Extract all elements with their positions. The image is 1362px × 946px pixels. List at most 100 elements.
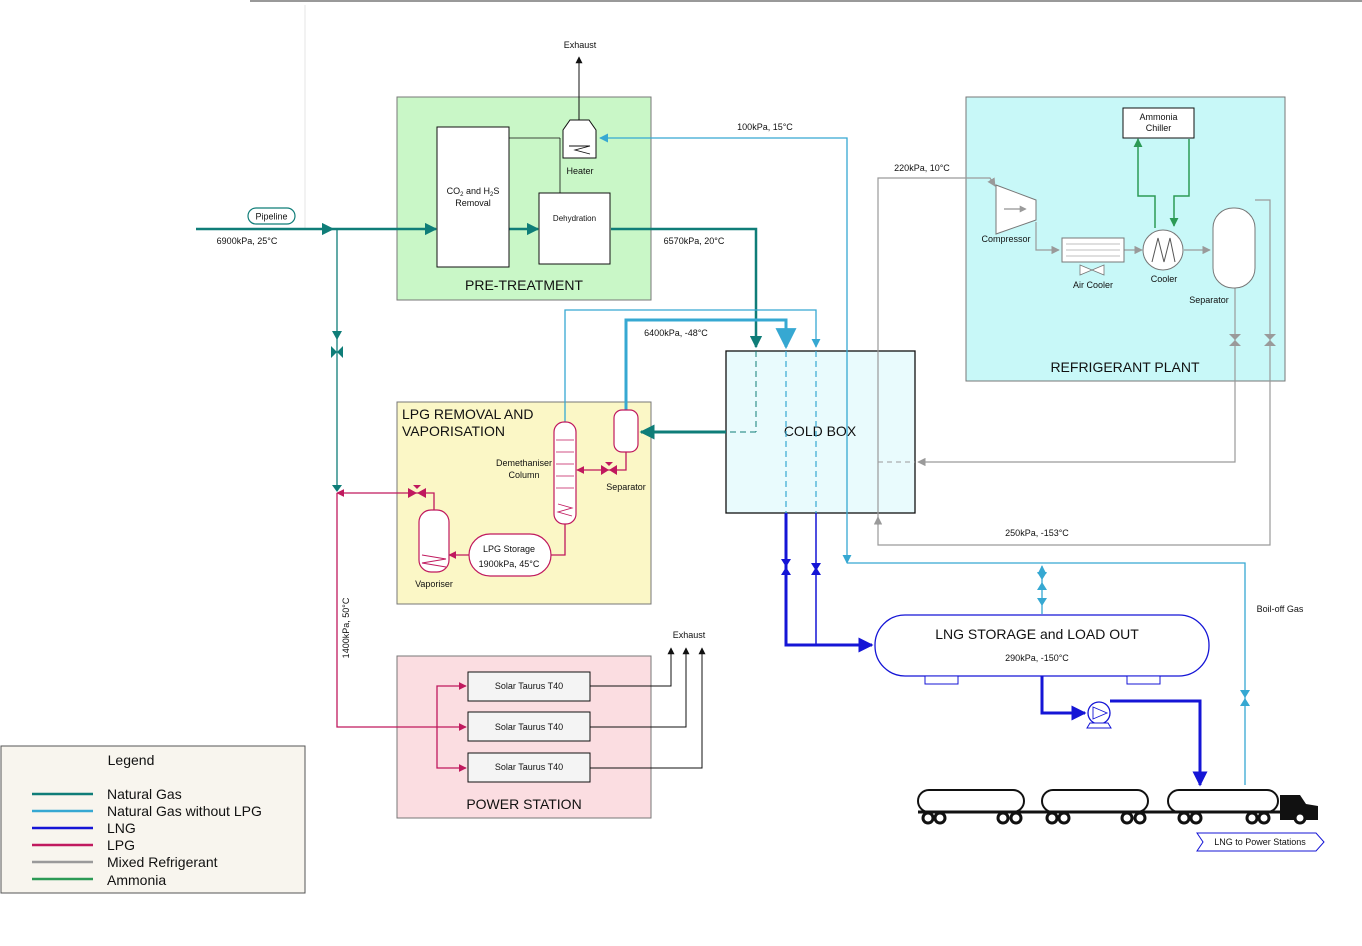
legend-label-1: Natural Gas without LPG	[107, 803, 262, 819]
turbine-1-label: Solar Taurus T40	[495, 681, 563, 691]
demeth-reboiler	[556, 503, 574, 517]
legend-label-4: Mixed Refrigerant	[107, 854, 218, 870]
co2-removal-label-2: Removal	[455, 198, 491, 208]
wheel-9	[1177, 811, 1191, 825]
dehydration-label: Dehydration	[553, 214, 596, 223]
boil-off-label: Boil-off Gas	[1257, 604, 1304, 614]
turbine-3	[467, 752, 591, 783]
lpg-valve-top-cap	[413, 485, 421, 489]
demeth-label-2: Column	[508, 470, 539, 480]
mr-separator-liquid	[873, 199, 1271, 546]
nglpg-fuel-to-heater	[599, 133, 848, 513]
lpg-storage-tank	[468, 533, 552, 577]
stream-mr-liquid: 250kPa, -153°C	[1005, 528, 1069, 538]
wheel-1	[921, 811, 935, 825]
lng-tank-support-1	[924, 675, 959, 685]
cold-box	[725, 350, 916, 514]
vaporiser-unit	[418, 509, 450, 573]
lpg-fuel-to-power	[336, 493, 437, 728]
stream-lpg-fuel: 1400kPa, 50°C	[341, 597, 351, 658]
cooler-label: Cooler	[1151, 274, 1178, 284]
stream-mr-return: 220kPa, 10°C	[894, 163, 950, 173]
ammonia-out	[1133, 138, 1156, 228]
cooler-unit	[1142, 229, 1184, 271]
cooler-coil	[1151, 237, 1176, 263]
stream-fuel-gas: 100kPa, 15°C	[737, 122, 793, 132]
mr-valve-2	[1264, 334, 1276, 346]
turbine-3-label: Solar Taurus T40	[495, 762, 563, 772]
demeth-label-1: Demethaniser	[496, 458, 552, 468]
lng-pump-to-truck	[1110, 699, 1208, 787]
stream-pretreated: 6570kPa, 20°C	[664, 236, 725, 246]
lng-to-power-tag	[1196, 832, 1325, 852]
lpg-separator-label: Separator	[606, 482, 646, 492]
mr-return-to-compressor	[877, 177, 996, 525]
wheel-13	[1293, 811, 1307, 825]
refrigerant-plant-label: REFRIGERANT PLANT	[1050, 359, 1200, 375]
lpg-demeth-to-storage	[551, 524, 566, 556]
truck-cab	[1280, 795, 1318, 820]
dehydration-unit	[538, 192, 611, 265]
legend-box	[0, 745, 306, 894]
refrigerant-separator	[1212, 207, 1256, 289]
tanker-1	[917, 789, 1025, 813]
compressor-label: Compressor	[981, 234, 1030, 244]
ng-bypass-arrow-2	[332, 485, 342, 492]
boil-off-valve-2	[1037, 598, 1047, 606]
lng-tank-support-2	[1126, 675, 1161, 685]
legend-label-3: LPG	[107, 837, 135, 853]
power-station-label: POWER STATION	[466, 796, 581, 812]
lng-valve-1	[781, 559, 791, 575]
wheel-11	[1245, 811, 1259, 825]
air-cooler-fan-icon	[1079, 264, 1105, 276]
turbine-2-label: Solar Taurus T40	[495, 722, 563, 732]
turbine-2-exhaust	[590, 647, 690, 728]
ng-bypass-arrow-1	[332, 331, 342, 340]
boil-off-valve-1	[1037, 572, 1047, 590]
lng-storage-conditions: 290kPa, -150°C	[1005, 653, 1069, 663]
wheel-12	[1257, 811, 1271, 825]
lpg-zone-label-1: LPG REMOVAL AND	[402, 406, 533, 422]
lpg-storage-label-2: 1900kPa, 45°C	[479, 559, 540, 569]
co2-removal-label-1: CO2 and H2S	[447, 186, 500, 198]
demethaniser-column	[553, 421, 577, 525]
wheel-7	[1120, 811, 1134, 825]
boil-off-valve-3	[1240, 690, 1250, 706]
vaporiser-label: Vaporiser	[415, 579, 453, 589]
ammonia-return	[1169, 139, 1190, 227]
mr-separator-vapour	[917, 335, 1236, 467]
lpg-to-turbine-3	[436, 727, 467, 772]
pretreatment-zone	[396, 96, 652, 301]
cold-box-label: COLD BOX	[784, 423, 857, 439]
heater-exhaust-label: Exhaust	[564, 40, 597, 50]
lpg-separator-to-demeth	[576, 452, 627, 474]
turbine-1-exhaust	[590, 647, 675, 687]
tanker-3	[1167, 789, 1279, 813]
wheel-6	[1057, 811, 1071, 825]
stream-chilled: 6400kPa, -48°C	[644, 328, 708, 338]
refrigerant-separator-label: Separator	[1189, 295, 1229, 305]
lng-storage-label: LNG STORAGE and LOAD OUT	[935, 626, 1139, 642]
wheel-8	[1133, 811, 1147, 825]
wheel-10	[1189, 811, 1203, 825]
mr-comp-to-aircooler	[1035, 222, 1060, 255]
nglpg-demeth-to-coldbox	[564, 309, 821, 422]
air-cooler-label: Air Cooler	[1073, 280, 1113, 290]
lpg-zone-label-2: VAPORISATION	[402, 423, 505, 439]
legend-label-2: LNG	[107, 820, 136, 836]
legend-title: Legend	[108, 752, 155, 768]
lng-pump-impeller	[1092, 706, 1109, 720]
wheel-3	[996, 811, 1010, 825]
wheel-2	[933, 811, 947, 825]
pretreatment-label: PRE-TREATMENT	[465, 277, 583, 293]
lng-to-power-label: LNG to Power Stations	[1214, 837, 1306, 847]
lpg-separator	[613, 409, 639, 453]
road-train	[917, 789, 1318, 825]
lng-coldbox-to-storage	[784, 513, 874, 653]
vaporiser-coil	[421, 554, 447, 568]
lng-storage-to-pump	[1040, 676, 1087, 721]
ng-to-coldbox	[611, 227, 763, 349]
turbine-2	[467, 711, 591, 742]
ammonia-chiller-label-1: Ammonia	[1139, 112, 1177, 122]
